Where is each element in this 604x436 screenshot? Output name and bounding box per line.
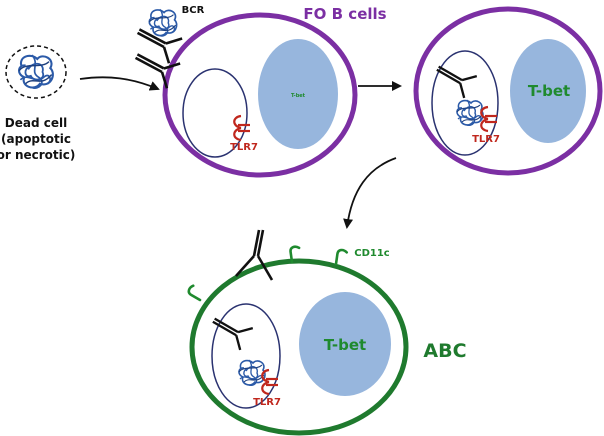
arrow-icon — [343, 157, 397, 229]
tlr7-label-3: TLR7 — [253, 397, 281, 408]
dead-cell — [5, 45, 67, 99]
tbet-label-small: T-bet — [291, 93, 306, 99]
antigen-cluster-icon — [238, 359, 266, 387]
dead-cell-label-2: (apoptotic — [1, 132, 71, 146]
abc-label: ABC — [423, 340, 466, 362]
fo-b-cell-1 — [162, 12, 358, 178]
fo-b-cells-label: FO B cells — [303, 5, 386, 23]
nucleus — [299, 292, 391, 396]
dead-cell-label-3: or necrotic) — [0, 148, 75, 162]
bcr-label: BCR — [182, 5, 205, 16]
bcr-antibody-icon — [235, 229, 274, 281]
abc-cell — [189, 258, 409, 436]
antigen-cluster-icon — [456, 99, 484, 127]
dead-cell-outline — [5, 45, 67, 99]
cd11c-label: CD11c — [354, 248, 390, 259]
fo-b-cell-2 — [413, 6, 603, 176]
bcr-antibody-icon — [430, 56, 478, 100]
endosome — [182, 68, 248, 158]
cd11c-receptor-icon — [185, 283, 206, 302]
antigen-cluster-icon — [18, 54, 54, 90]
cell-membrane — [162, 12, 358, 178]
tbet-label-2: T-bet — [528, 82, 570, 100]
antigen-cluster-icon — [148, 8, 178, 37]
cell-membrane — [413, 6, 603, 176]
tlr7-label-1: TLR7 — [230, 142, 258, 153]
cd11c-receptor-icon — [334, 248, 349, 267]
arrow-icon — [79, 76, 160, 91]
dead-cell-label-1: Dead cell — [5, 116, 67, 130]
endosome — [211, 303, 281, 409]
nucleus — [258, 39, 338, 149]
cell-membrane — [189, 258, 409, 436]
endosome — [431, 50, 499, 156]
nucleus — [510, 39, 586, 143]
tlr7-label-2: TLR7 — [472, 134, 500, 145]
tbet-label-3: T-bet — [324, 336, 366, 354]
bcr-antibody-icon — [206, 308, 254, 352]
